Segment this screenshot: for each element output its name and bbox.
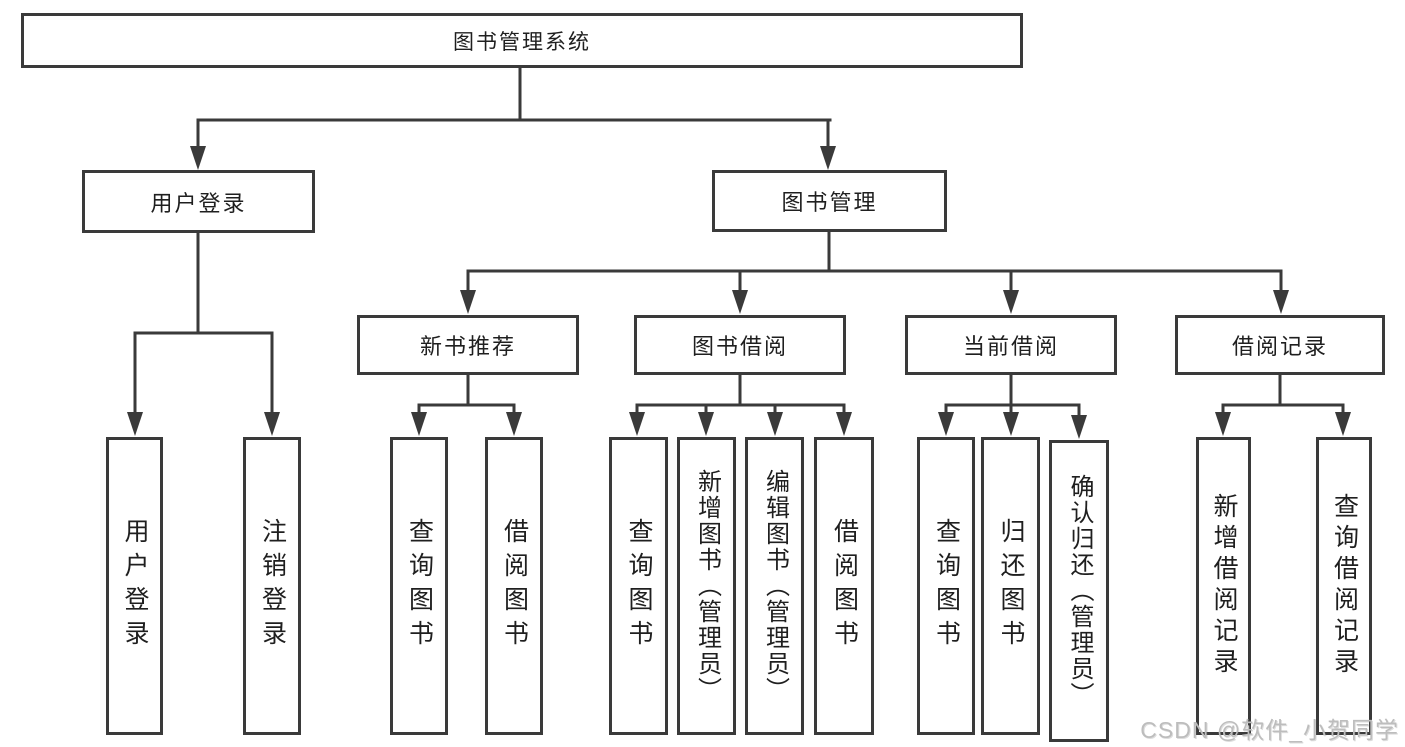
node-book-management-module: 图书管理 xyxy=(712,170,947,232)
leaf-user-login: 用户登录 xyxy=(106,437,163,735)
leaf-logout: 注销登录 xyxy=(243,437,301,735)
leaf-query-books-current: 查询图书 xyxy=(917,437,975,735)
leaf-query-borrow-record: 查询借阅记录 xyxy=(1316,437,1372,735)
node-system-root: 图书管理系统 xyxy=(21,13,1023,68)
leaf-add-book-admin: 新增图书（管理员） xyxy=(677,437,736,735)
node-current-borrowing: 当前借阅 xyxy=(905,315,1117,375)
node-new-book-recommend: 新书推荐 xyxy=(357,315,579,375)
node-borrowing-records: 借阅记录 xyxy=(1175,315,1385,375)
leaf-borrow-books-recommend: 借阅图书 xyxy=(485,437,543,735)
leaf-return-book: 归还图书 xyxy=(981,437,1040,735)
node-book-borrowing: 图书借阅 xyxy=(634,315,846,375)
leaf-edit-book-admin: 编辑图书（管理员） xyxy=(745,437,804,735)
node-user-login-module: 用户登录 xyxy=(82,170,315,233)
leaf-query-books-borrowing: 查询图书 xyxy=(609,437,668,735)
csdn-watermark: CSDN @软件_小贺同学 xyxy=(1140,717,1399,743)
leaf-add-borrow-record: 新增借阅记录 xyxy=(1196,437,1251,735)
leaf-query-books-recommend: 查询图书 xyxy=(390,437,448,735)
leaf-confirm-return-admin: 确认归还（管理员） xyxy=(1049,440,1109,742)
leaf-borrow-books-borrowing: 借阅图书 xyxy=(814,437,874,735)
